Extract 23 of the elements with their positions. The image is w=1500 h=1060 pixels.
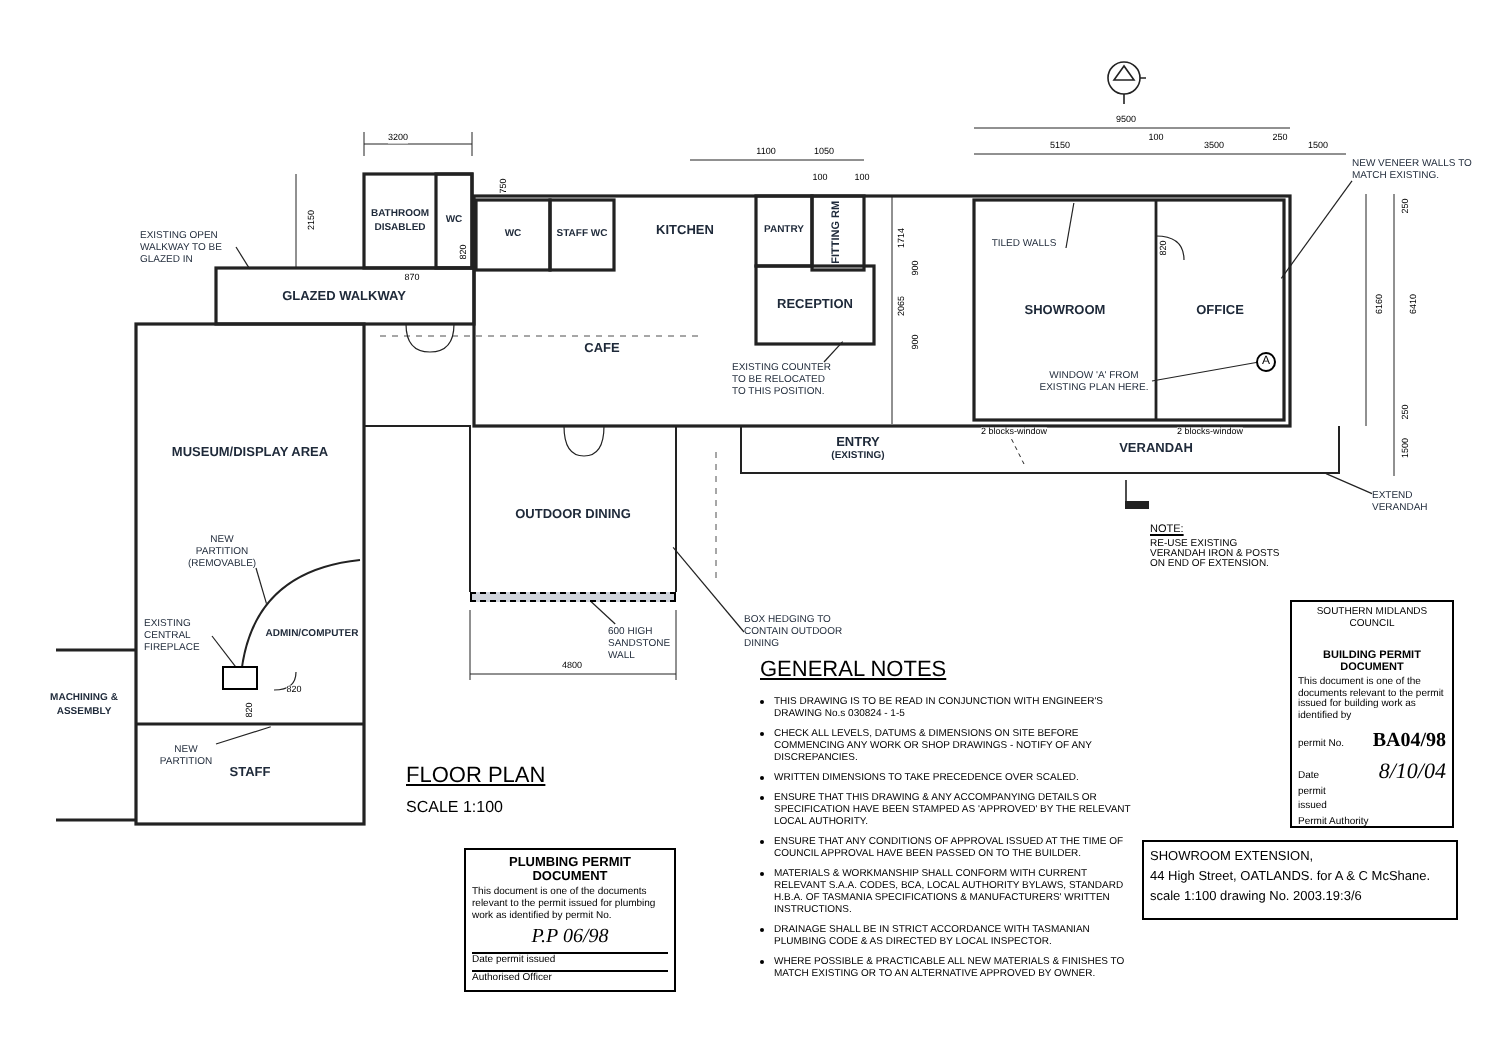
- permit-stamp: [464, 848, 676, 992]
- leader-line: [672, 546, 745, 633]
- leader-line: [215, 726, 272, 745]
- drawing-title: FLOOR PLAN: [406, 762, 546, 792]
- stamp-text: BA04/98: [1370, 728, 1446, 756]
- permit-stamp: [1290, 600, 1454, 828]
- entry-floor: [740, 426, 974, 474]
- notes-heading: GENERAL NOTES: [760, 660, 947, 682]
- leader-line: [1065, 202, 1075, 249]
- leader-line: [1280, 180, 1353, 279]
- leader-line: [1325, 473, 1373, 495]
- leader-line: [823, 341, 844, 363]
- sandstone-wall: [470, 592, 676, 602]
- scale-text: SCALE 1:100: [406, 800, 503, 816]
- fireplace-block: [222, 666, 258, 690]
- leader-line: [1151, 361, 1260, 382]
- leader-line: [590, 600, 616, 625]
- title-block: [1142, 840, 1458, 920]
- leader-line: [255, 567, 268, 605]
- leader-line: [235, 246, 251, 270]
- leader-line: [211, 635, 238, 670]
- stamp-text: 8/10/04: [1376, 758, 1446, 788]
- stamp-text: P.P 06/98: [472, 922, 668, 954]
